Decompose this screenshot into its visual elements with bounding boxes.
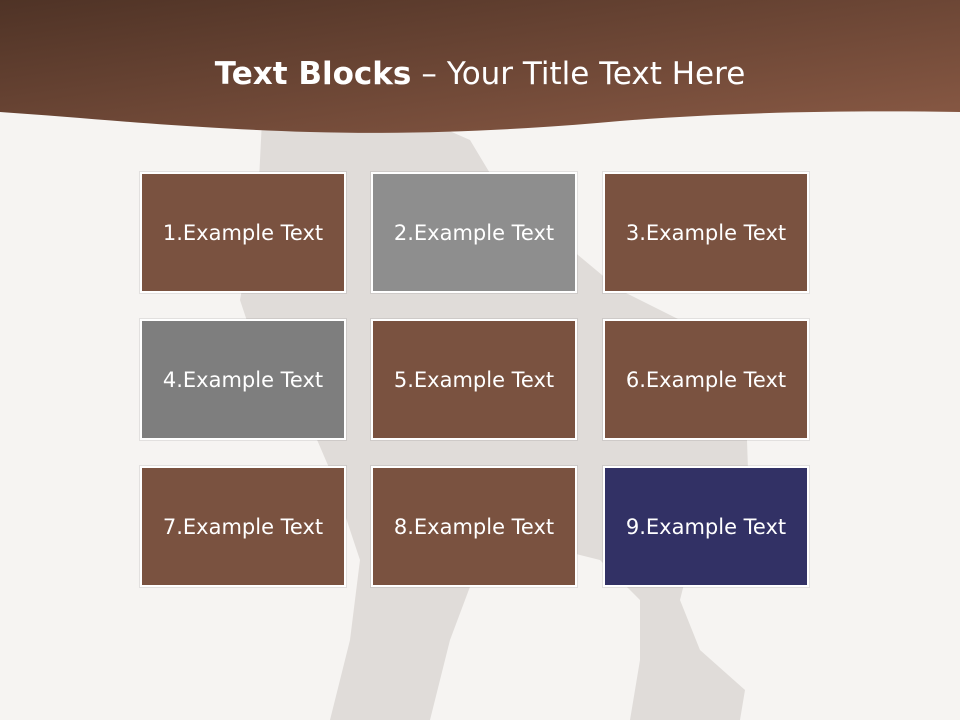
text-block-2[interactable]: 2.Example Text [371, 172, 577, 293]
title-bold: Text Blocks [214, 56, 412, 92]
text-block-label: 1.Example Text [162, 220, 324, 245]
text-block-label: 7.Example Text [162, 514, 324, 539]
text-block-8[interactable]: 8.Example Text [371, 466, 577, 587]
text-block-label: 5.Example Text [393, 367, 555, 392]
title-regular: Your Title Text Here [446, 56, 746, 92]
text-block-label: 4.Example Text [162, 367, 324, 392]
header-band [0, 0, 960, 133]
title-separator: – [421, 56, 437, 92]
slide-title: Text Blocks–Your Title Text Here [0, 54, 960, 94]
text-block-1[interactable]: 1.Example Text [140, 172, 346, 293]
text-block-label: 2.Example Text [393, 220, 555, 245]
text-block-label: 6.Example Text [625, 367, 787, 392]
text-block-3[interactable]: 3.Example Text [603, 172, 809, 293]
text-block-5[interactable]: 5.Example Text [371, 319, 577, 440]
text-block-label: 9.Example Text [625, 514, 787, 539]
text-block-7[interactable]: 7.Example Text [140, 466, 346, 587]
text-block-label: 8.Example Text [393, 514, 555, 539]
text-block-9[interactable]: 9.Example Text [603, 466, 809, 587]
text-block-label: 3.Example Text [625, 220, 787, 245]
text-block-6[interactable]: 6.Example Text [603, 319, 809, 440]
text-block-4[interactable]: 4.Example Text [140, 319, 346, 440]
